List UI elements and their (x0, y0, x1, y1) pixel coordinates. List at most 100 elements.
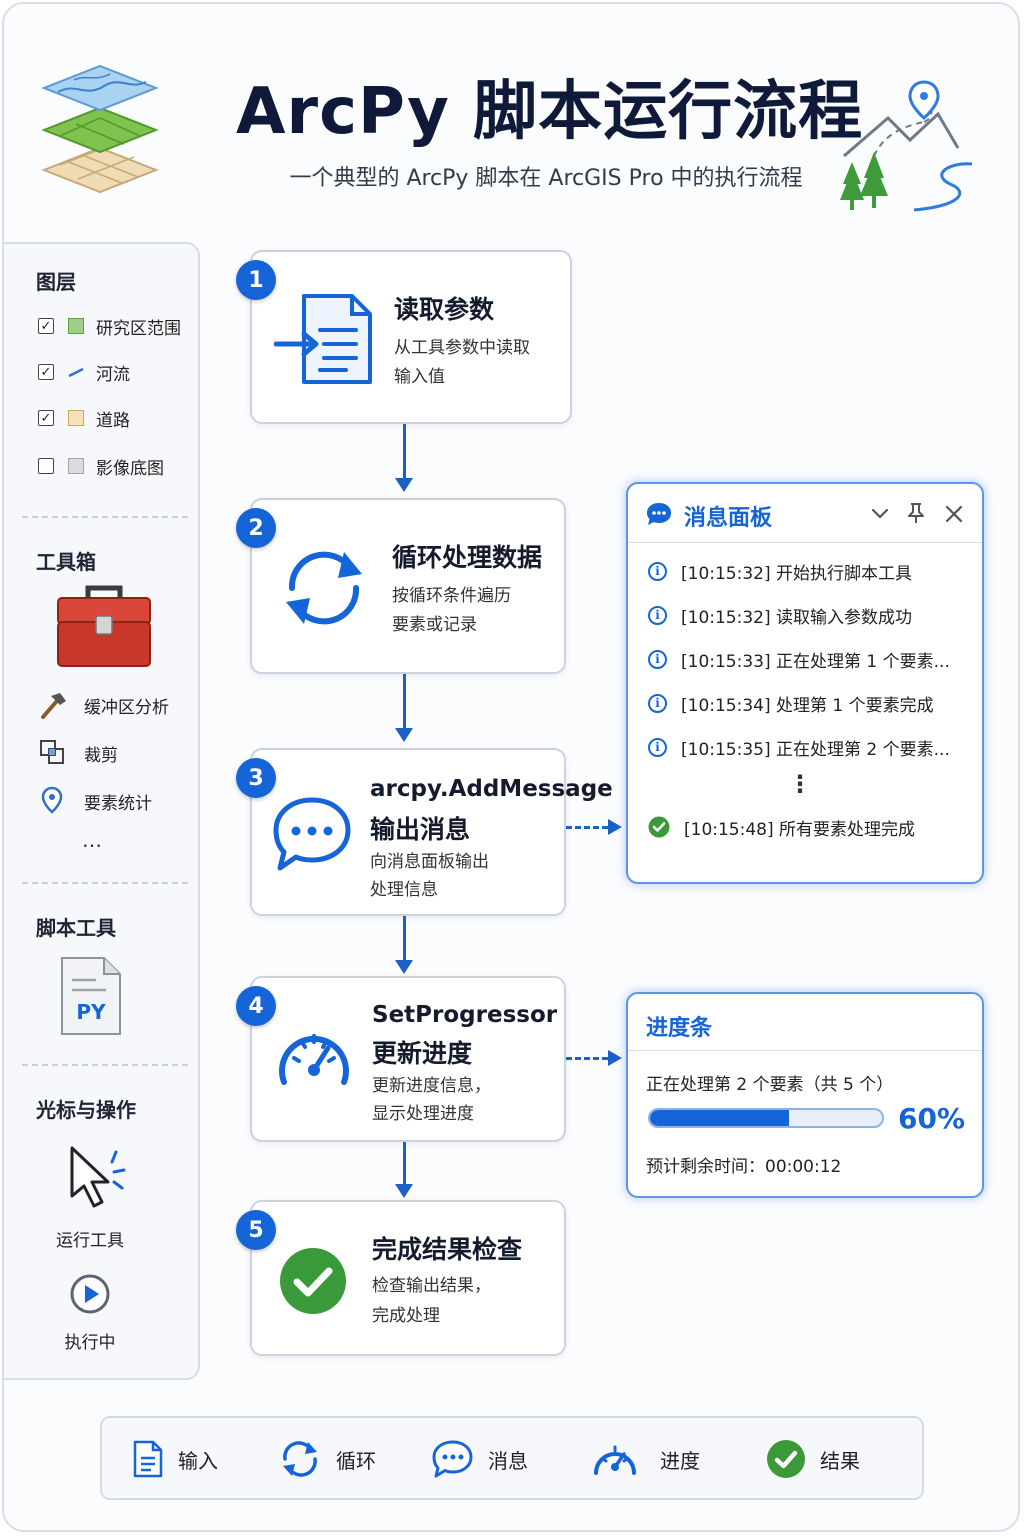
check-circle-icon (280, 1248, 346, 1314)
page-title: ArcPy 脚本运行流程 (236, 75, 864, 149)
step-code-title: SetProgressor (372, 1002, 558, 1028)
layer-label: 道路 (96, 410, 130, 431)
info-icon: i (648, 561, 667, 581)
legend-item-progress: 进度 (590, 1438, 700, 1480)
progress-status-text: 正在处理第 2 个要素（共 5 个） (646, 1075, 894, 1095)
tool-label: 要素统计 (84, 793, 152, 814)
message-row: i [10:15:35] 正在处理第 2 个要素... (648, 734, 950, 760)
polygon-swatch-icon (68, 458, 84, 474)
flow-arrow (395, 916, 413, 974)
python-file-icon[interactable]: PY (60, 956, 122, 1036)
progress-remaining-time: 预计剩余时间：00:00:12 (646, 1157, 842, 1177)
info-icon: i (648, 737, 667, 757)
flow-arrow (395, 674, 413, 742)
message-text: [10:15:32] 开始执行脚本工具 (681, 563, 913, 584)
running-label: 执行中 (64, 1333, 116, 1353)
flow-arrow (395, 1142, 413, 1198)
tool-buffer[interactable]: 缓冲区分析 (38, 690, 169, 720)
polygon-swatch-icon (68, 318, 84, 334)
loop-icon (283, 1441, 317, 1477)
layer-row-imagery[interactable]: 影像底图 (38, 454, 164, 479)
legend-label: 输入 (178, 1448, 218, 1473)
success-check-icon (648, 816, 670, 838)
message-text: [10:15:48] 所有要素处理完成 (684, 819, 916, 840)
section-divider (22, 516, 188, 518)
pin-icon[interactable] (906, 502, 926, 524)
close-icon[interactable] (944, 504, 964, 524)
step-number-badge: 2 (236, 508, 276, 548)
python-file-label: PY (76, 1000, 106, 1024)
layer-checkbox[interactable] (38, 458, 54, 474)
loop-icon (286, 551, 362, 625)
layers-section-title: 图层 (36, 270, 76, 294)
terrain-map-icon (840, 80, 973, 212)
step-card-read-params: 读取参数 从工具参数中读取 输入值 (250, 250, 572, 424)
step-title: 读取参数 (394, 295, 495, 324)
line-swatch-icon (68, 367, 84, 378)
cursor-section-title: 光标与操作 (36, 1098, 136, 1122)
progress-bar (648, 1108, 884, 1128)
gauge-icon (594, 1445, 636, 1475)
layer-checkbox[interactable]: ✓ (38, 410, 54, 426)
cursor-click-icon (70, 1146, 126, 1208)
section-divider (22, 882, 188, 884)
layers-stack-icon (41, 64, 159, 194)
progress-panel-header: 进度条 (628, 994, 982, 1051)
message-row: i [10:15:32] 开始执行脚本工具 (648, 558, 912, 584)
document-input-icon (274, 294, 372, 384)
step-desc-line1: 向消息面板输出 (370, 852, 489, 872)
step-card-complete: 完成结果检查 检查输出结果， 完成处理 (250, 1200, 566, 1356)
tool-label: 缓冲区分析 (84, 697, 169, 718)
progress-percent: 60% (898, 1102, 966, 1135)
layer-checkbox[interactable]: ✓ (38, 318, 54, 334)
legend-label: 消息 (488, 1448, 528, 1473)
layer-checkbox[interactable]: ✓ (38, 364, 54, 380)
message-row: i [10:15:34] 处理第 1 个要素完成 (648, 690, 934, 716)
layer-row-road[interactable]: ✓ 道路 (38, 406, 130, 431)
step-desc-line2: 显示处理进度 (372, 1104, 474, 1124)
legend-item-message: 消息 (432, 1438, 528, 1480)
toolbox-icon[interactable] (54, 584, 154, 668)
step-desc-line1: 更新进度信息， (372, 1076, 491, 1096)
legend-label: 循环 (336, 1448, 376, 1473)
legend-item-result: 结果 (766, 1438, 860, 1480)
tool-clip[interactable]: 裁剪 (38, 738, 118, 768)
tools-more: … (82, 828, 102, 852)
message-text: [10:15:35] 正在处理第 2 个要素... (681, 739, 950, 760)
chat-bubble-icon (273, 797, 351, 871)
message-panel-title: 消息面板 (684, 506, 773, 531)
run-tool-label: 运行工具 (56, 1231, 124, 1251)
message-panel: 消息面板 i [10:15:32] 开始执行脚本工具 i [10:15:32] … (626, 482, 984, 884)
step-card-add-message: arcpy.AddMessage 输出消息 向消息面板输出 处理信息 (250, 748, 613, 916)
gauge-icon (279, 1034, 349, 1085)
step-title: 更新进度 (372, 1039, 473, 1068)
legend-item-loop: 循环 (278, 1438, 376, 1480)
step-title: 输出消息 (370, 815, 471, 844)
hammer-icon (41, 693, 66, 719)
step-number-badge: 5 (236, 1210, 276, 1250)
layer-row-river[interactable]: ✓ 河流 (38, 360, 130, 385)
layer-row-study-area[interactable]: ✓ 研究区范围 (38, 314, 181, 339)
step-desc-line2: 要素或记录 (392, 615, 477, 635)
legend-label: 进度 (660, 1448, 700, 1473)
section-divider (22, 1064, 188, 1066)
script-section-title: 脚本工具 (36, 916, 116, 940)
step-desc-line1: 检查输出结果， (372, 1276, 491, 1296)
play-circle-icon[interactable] (68, 1272, 112, 1316)
chat-bubble-icon (432, 1440, 473, 1478)
chevron-down-icon[interactable] (870, 506, 890, 522)
step-desc-line2: 完成处理 (372, 1306, 440, 1326)
message-text: [10:15:34] 处理第 1 个要素完成 (681, 695, 934, 716)
chat-bubble-icon (647, 503, 671, 525)
layer-label: 河流 (96, 364, 130, 385)
flow-arrow (395, 424, 413, 492)
info-icon: i (648, 693, 667, 713)
message-row: i [10:15:33] 正在处理第 1 个要素... (648, 646, 950, 672)
step-desc-line2: 处理信息 (370, 880, 438, 900)
step-number-badge: 3 (236, 758, 276, 798)
document-icon (133, 1440, 163, 1478)
step-title: 完成结果检查 (372, 1235, 523, 1264)
message-more-ellipsis: ⋮ (788, 770, 812, 798)
progress-panel: 进度条 正在处理第 2 个要素（共 5 个） 60% 预计剩余时间：00:00:… (626, 992, 984, 1198)
tool-statistics[interactable]: 要素统计 (38, 786, 152, 816)
